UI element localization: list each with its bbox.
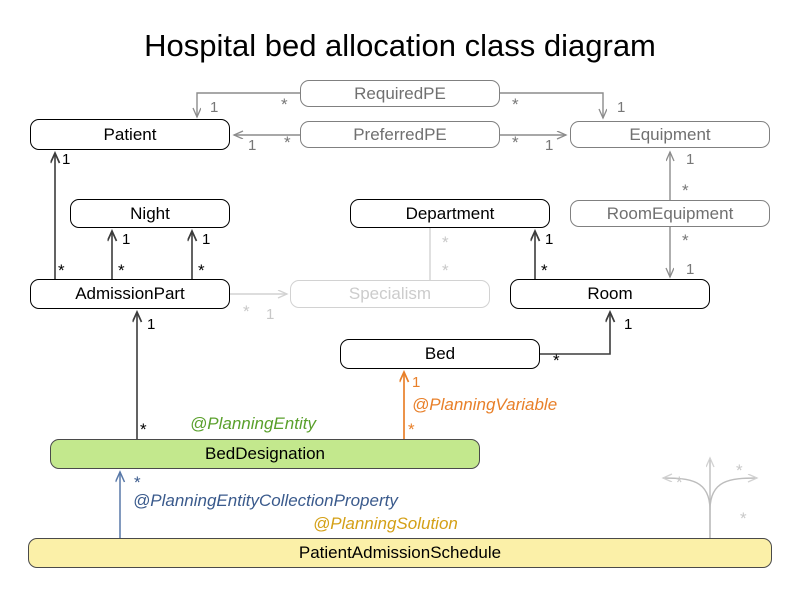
multiplicity-m-night-right-star: * xyxy=(198,261,205,280)
multiplicity-m-fan-up-star: * xyxy=(736,461,743,480)
multiplicity-m-bed-room-star: * xyxy=(553,351,560,370)
multiplicity-m-roomequip-room-star: * xyxy=(682,231,689,250)
multiplicity-m-admission-bd-1: 1 xyxy=(147,316,156,333)
multiplicity-m-bed-bd-1: 1 xyxy=(412,374,421,391)
multiplicity-m-requiredpe-patient-1: 1 xyxy=(210,99,219,116)
annotation-planning-variable: @PlanningVariable xyxy=(412,395,558,414)
multiplicity-m-bed-room-1: 1 xyxy=(624,316,633,333)
multiplicity-m-bed-bd-star: * xyxy=(408,420,415,439)
class-box-bed[interactable]: Bed xyxy=(340,339,540,369)
multiplicity-m-fan-left-star: * xyxy=(676,473,683,492)
multiplicity-m-room-dept-star: * xyxy=(541,261,548,280)
multiplicity-m-admission-patient-star: * xyxy=(58,261,65,280)
multiplicity-m-spec-dept-star-bottom: * xyxy=(442,261,449,280)
class-box-label: Department xyxy=(405,203,495,223)
annotation-planning-solution: @PlanningSolution xyxy=(313,514,458,533)
class-box-preferredpe[interactable]: PreferredPE xyxy=(300,121,500,148)
multiplicity-m-preferredpe-patient-star: * xyxy=(284,133,291,152)
class-box-label: Bed xyxy=(424,344,456,363)
class-box-label: RequiredPE xyxy=(354,83,446,103)
class-box-night[interactable]: Night xyxy=(70,199,230,228)
class-box-department[interactable]: Department xyxy=(350,199,550,228)
class-box-equipment[interactable]: Equipment xyxy=(570,121,770,148)
multiplicity-m-admission-spec-star: * xyxy=(243,302,250,321)
class-box-label: AdmissionPart xyxy=(75,284,185,303)
annotation-planning-entity-collection-property: @PlanningEntityCollectionProperty xyxy=(133,491,398,510)
multiplicity-m-preferredpe-equip-star: * xyxy=(512,133,519,152)
multiplicity-m-preferredpe-patient-1: 1 xyxy=(248,137,257,154)
class-box-roomequipment[interactable]: RoomEquipment xyxy=(570,200,770,227)
multiplicity-m-requiredpe-equip-1: 1 xyxy=(617,99,626,116)
multiplicity-m-spec-dept-star-top: * xyxy=(442,233,449,252)
class-box-room[interactable]: Room xyxy=(510,279,710,309)
class-box-schedule[interactable]: PatientAdmissionSchedule xyxy=(28,538,772,568)
multiplicity-m-admission-bd-star: * xyxy=(140,420,147,439)
multiplicity-m-roomequip-equip-star: * xyxy=(682,181,689,200)
class-box-label: RoomEquipment xyxy=(606,203,734,223)
class-box-requiredpe[interactable]: RequiredPE xyxy=(300,80,500,107)
class-box-label: Night xyxy=(130,203,170,223)
class-box-label: Equipment xyxy=(629,124,711,144)
multiplicity-m-fan-right-star: * xyxy=(740,509,747,528)
multiplicity-m-night-left-1: 1 xyxy=(122,231,131,248)
class-box-label: PreferredPE xyxy=(353,124,447,144)
annotation-planning-entity: @PlanningEntity xyxy=(190,414,316,433)
class-box-label: Specialism xyxy=(348,284,432,303)
class-box-label: PatientAdmissionSchedule xyxy=(298,543,502,562)
page-title: Hospital bed allocation class diagram xyxy=(144,28,656,63)
multiplicity-m-night-right-1: 1 xyxy=(202,231,211,248)
class-box-beddesignation[interactable]: BedDesignation xyxy=(50,439,480,469)
class-box-label: BedDesignation xyxy=(204,444,326,463)
class-box-label: Room xyxy=(587,284,633,303)
multiplicity-m-night-left-star: * xyxy=(118,261,125,280)
class-box-label: Patient xyxy=(103,124,157,144)
multiplicity-m-admission-patient-1: 1 xyxy=(62,151,71,168)
class-box-patient[interactable]: Patient xyxy=(30,119,230,150)
multiplicity-m-bd-schedule-star: * xyxy=(134,473,141,492)
class-box-admissionpart[interactable]: AdmissionPart xyxy=(30,279,230,309)
multiplicity-m-requiredpe-patient-star: * xyxy=(281,95,288,114)
multiplicity-m-requiredpe-equip-star: * xyxy=(512,95,519,114)
multiplicity-m-room-dept-1: 1 xyxy=(545,231,554,248)
multiplicity-m-admission-spec-1: 1 xyxy=(266,306,275,323)
multiplicity-m-preferredpe-equip-1: 1 xyxy=(545,137,554,154)
multiplicity-m-roomequip-equip-1: 1 xyxy=(686,151,695,168)
class-box-specialism[interactable]: Specialism xyxy=(290,280,490,308)
multiplicity-m-roomequip-room-1: 1 xyxy=(686,261,695,278)
